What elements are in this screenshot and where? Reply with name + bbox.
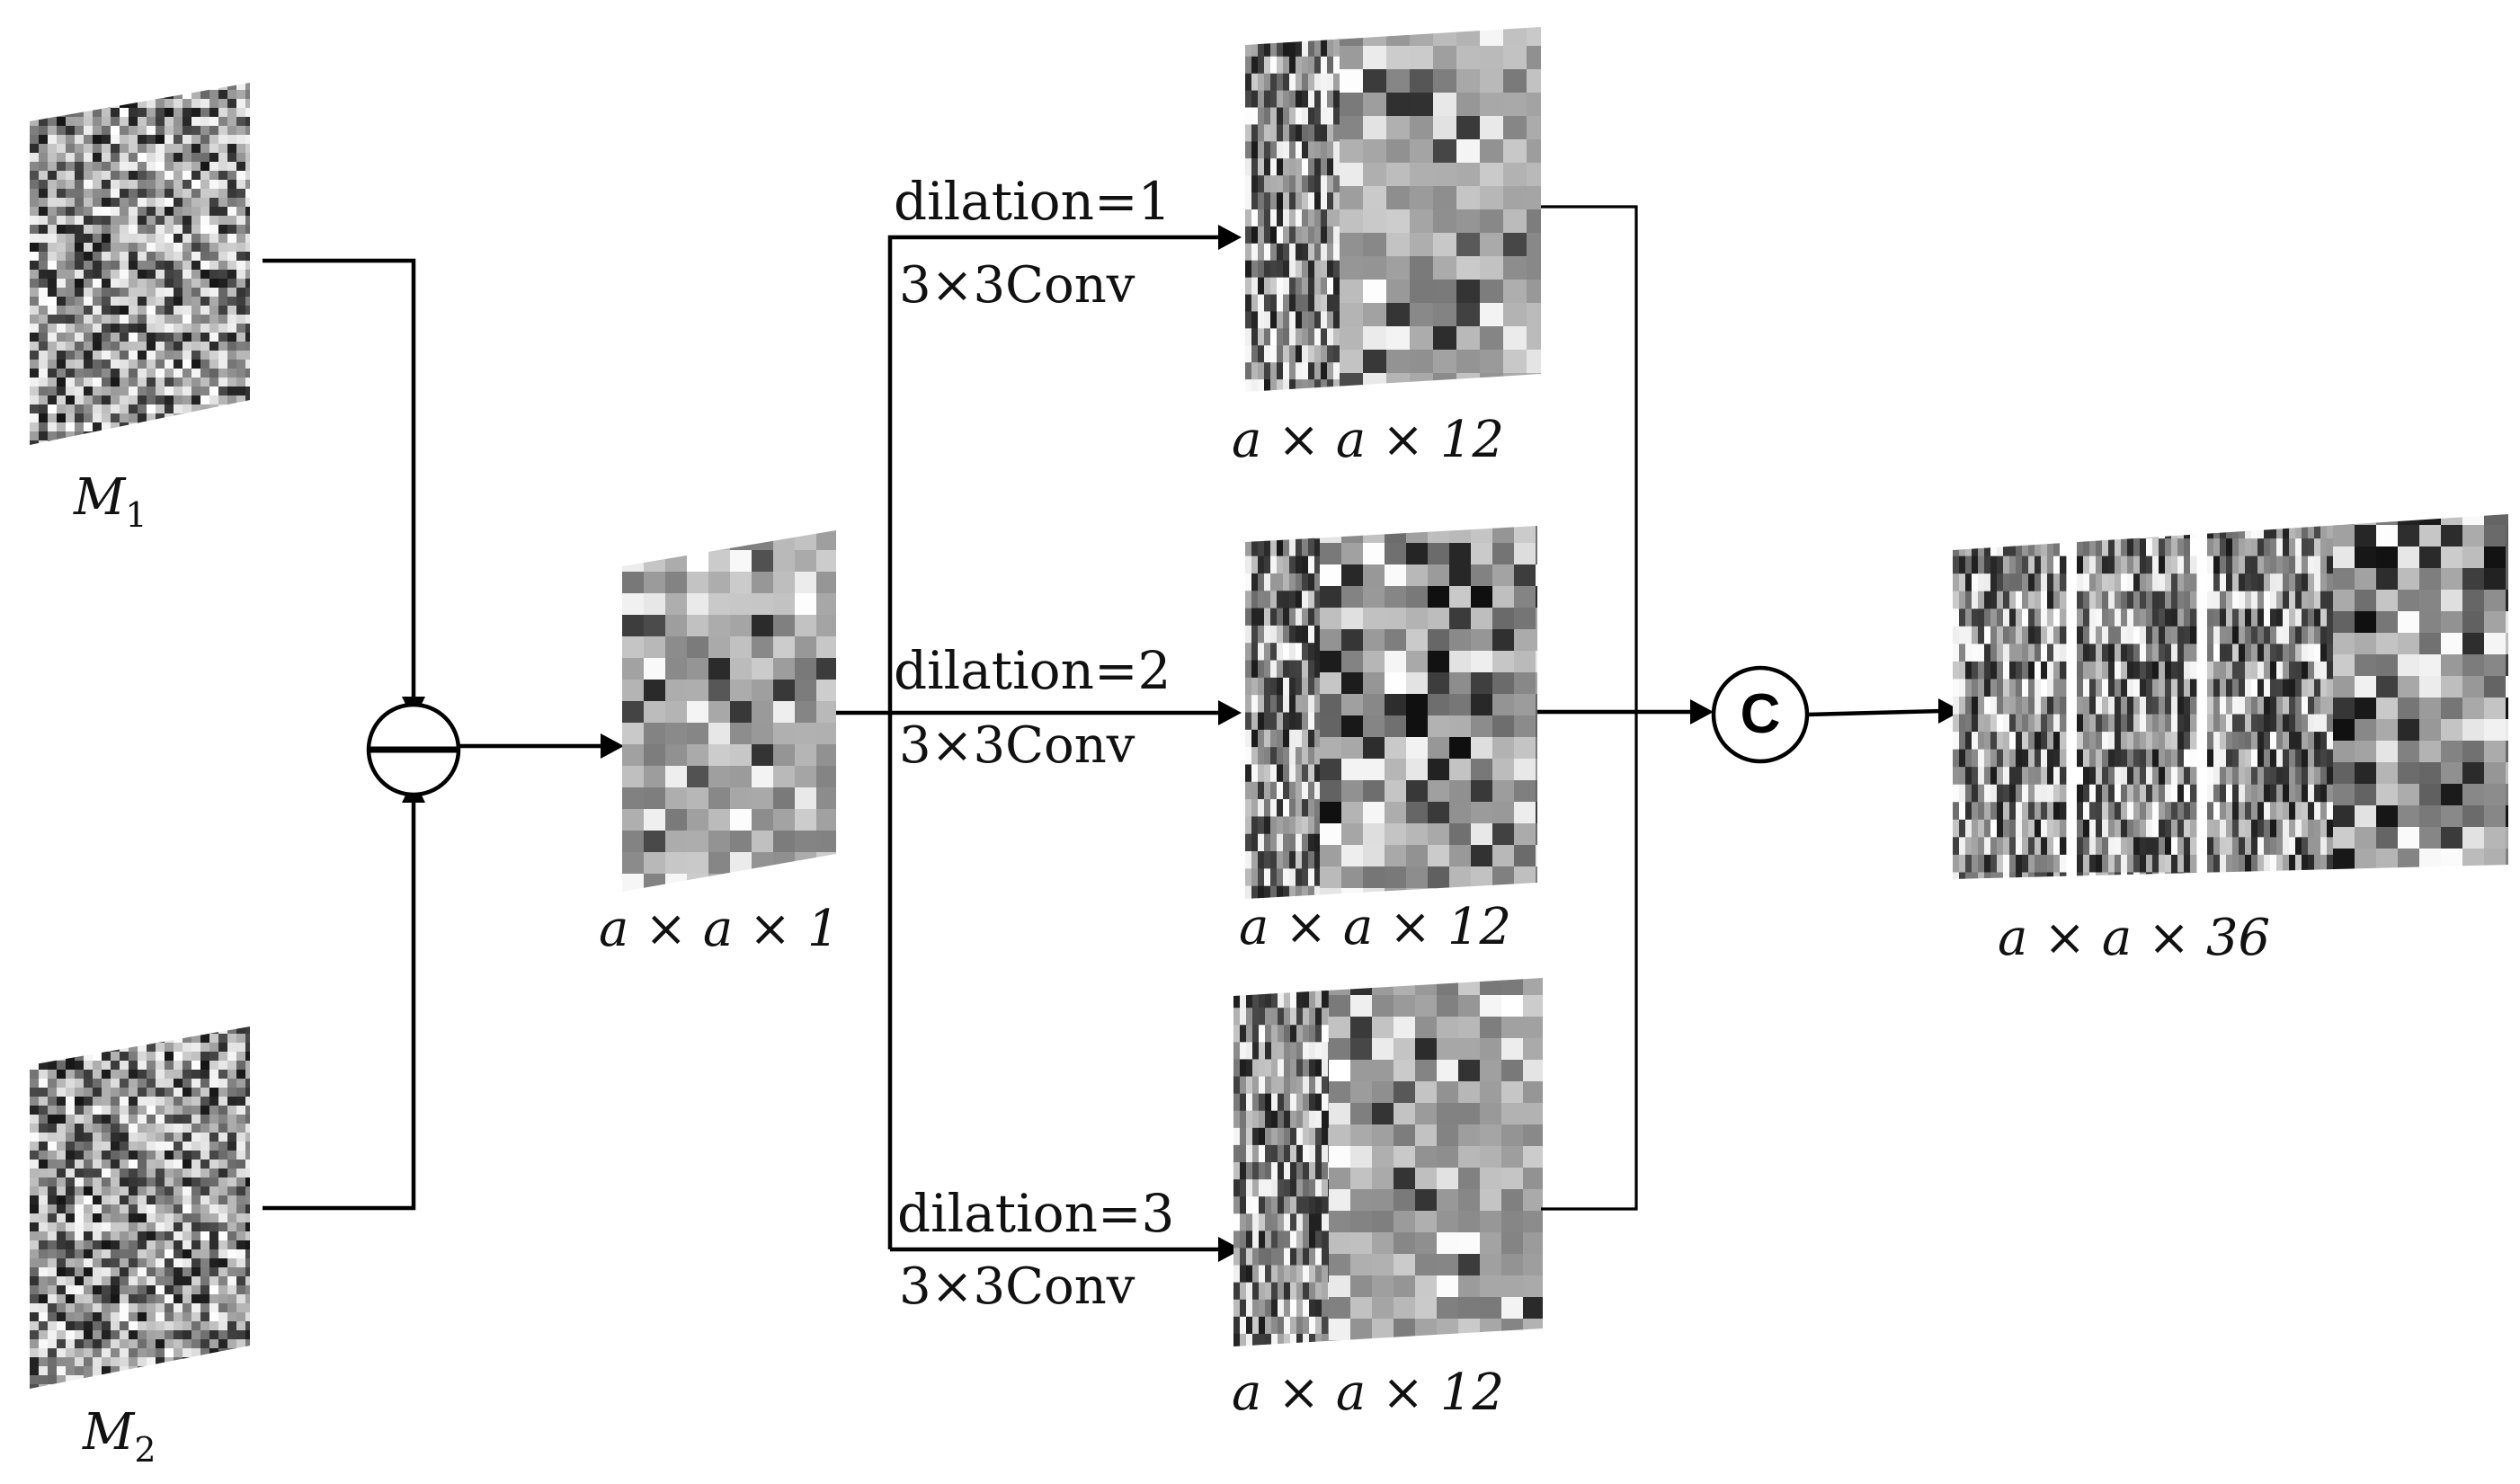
subtraction-operator — [366, 702, 461, 797]
branch3-dilation-label: dilation=3 — [897, 1183, 1174, 1244]
feature-stack-branch1 — [1245, 27, 1541, 392]
branch-wiring — [836, 225, 1242, 1262]
branch2-dims: a × a × 12 — [1239, 898, 1511, 956]
branch2-dilation-label: dilation=2 — [894, 640, 1171, 701]
output-dims: a × a × 36 — [1998, 909, 2270, 967]
m1-label: M1 — [73, 468, 147, 535]
input-map-m2 — [30, 1026, 250, 1389]
branch1-dims: a × a × 12 — [1232, 411, 1504, 469]
difference-map-dims: a × a × 1 — [599, 900, 839, 958]
feature-stack-branch3 — [1233, 978, 1543, 1346]
difference-map — [622, 530, 836, 892]
feature-stack-branch2 — [1245, 526, 1537, 899]
m2-label: M2 — [82, 1403, 156, 1470]
input-map-m1 — [30, 83, 250, 445]
branch1-dilation-label: dilation=1 — [894, 171, 1171, 232]
branch3-dims: a × a × 12 — [1232, 1364, 1504, 1422]
branch1-conv-label: 3×3Conv — [899, 256, 1135, 315]
merge-wiring — [1537, 205, 1714, 1211]
concat-operator: C — [1711, 665, 1810, 764]
concat-symbol: C — [1741, 683, 1781, 745]
branch2-conv-label: 3×3Conv — [899, 716, 1135, 775]
branch3-conv-label: 3×3Conv — [899, 1257, 1135, 1316]
output-feature-stack — [1953, 514, 2508, 879]
arrow-to-output — [1806, 698, 1962, 724]
arrow-to-difference-map — [459, 733, 624, 759]
